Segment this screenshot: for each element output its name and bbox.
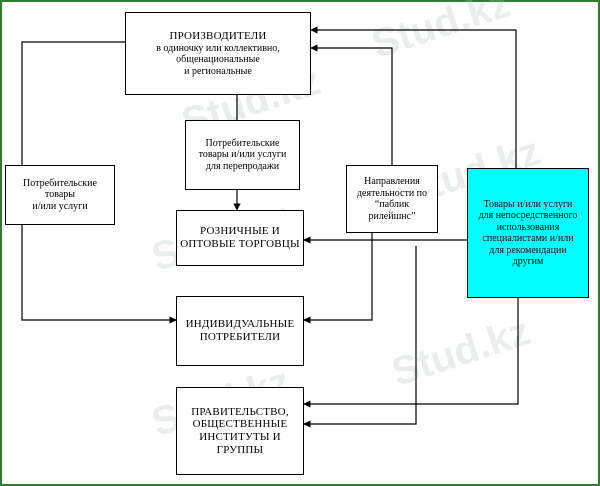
node-goods-resale-text: Потребительские [205,137,280,149]
link-pr-consumers [303,232,373,324]
node-goods-specialists-text: для непосредственного [478,210,578,221]
node-producers-title: ПРОИЗВОДИТЕЛИ [169,29,267,42]
node-government-text: ГРУППЫ [216,443,264,456]
node-goods-specialists-text: специалистами и/или [482,233,574,244]
node-consumers-text: ИНДИВИДУАЛЬНЫЕ [185,318,295,331]
node-goods-resale-text: товары и/или услуги [198,149,287,161]
node-government-text: ПРАВИТЕЛЬСТВО, [191,405,289,418]
link-pr-government [303,246,417,428]
node-pr-directions-text: Направления [364,176,420,187]
node-pr-directions-text: рилейшнс” [368,210,416,222]
node-goods-resale: Потребительские товары и/или услуги для … [185,120,300,190]
node-retail-text: ОПТОВЫЕ ТОРГОВЦЫ [180,238,300,250]
node-goods-specialists-text: использования [496,221,560,233]
node-consumers: ИНДИВИДУАЛЬНЫЕ ПОТРЕБИТЕЛИ [176,296,304,366]
node-producers-text: в одиночку или коллективно, [156,42,280,54]
node-goods-left-text: товары [45,189,75,201]
node-goods-specialists: Товары и/или услуги для непосредственног… [467,168,589,298]
link-specialists-government [303,298,519,408]
node-producers: ПРОИЗВОДИТЕЛИ в одиночку или коллективно… [125,12,311,95]
node-goods-specialists-text: Товары и/или услуги [483,198,573,210]
node-producers-text: и региональные [184,65,252,77]
link-pr-producers [310,44,393,165]
node-goods-left: Потребительские товары и/или услуги [5,165,115,225]
node-goods-left-text: Потребительские [23,177,97,189]
node-consumers-text: ПОТРЕБИТЕЛИ [199,331,281,343]
node-goods-left-text: и/или услуги [32,200,88,212]
node-government-text: ОБЩЕСТВЕННЫЕ [192,418,288,431]
node-retail: РОЗНИЧНЫЕ И ОПТОВЫЕ ТОРГОВЦЫ [176,210,304,266]
node-goods-specialists-text: для рекомендации [489,244,567,256]
node-government: ПРАВИТЕЛЬСТВО, ОБЩЕСТВЕННЫЕ ИНСТИТУТЫ И … [176,387,304,475]
node-pr-directions-text: “паблик [374,199,410,210]
node-goods-resale-text: для перепродажи [205,160,280,172]
node-goods-specialists-text: другим [512,256,544,267]
node-pr-directions: Направления деятельности по “паблик риле… [346,165,438,233]
link-specialists-producers [310,26,517,168]
node-retail-text: РОЗНИЧНЫЕ И [200,225,280,238]
node-producers-text: общенациональные [176,54,260,66]
node-pr-directions-text: деятельности по [356,187,428,199]
node-government-text: ИНСТИТУТЫ И [199,431,281,443]
